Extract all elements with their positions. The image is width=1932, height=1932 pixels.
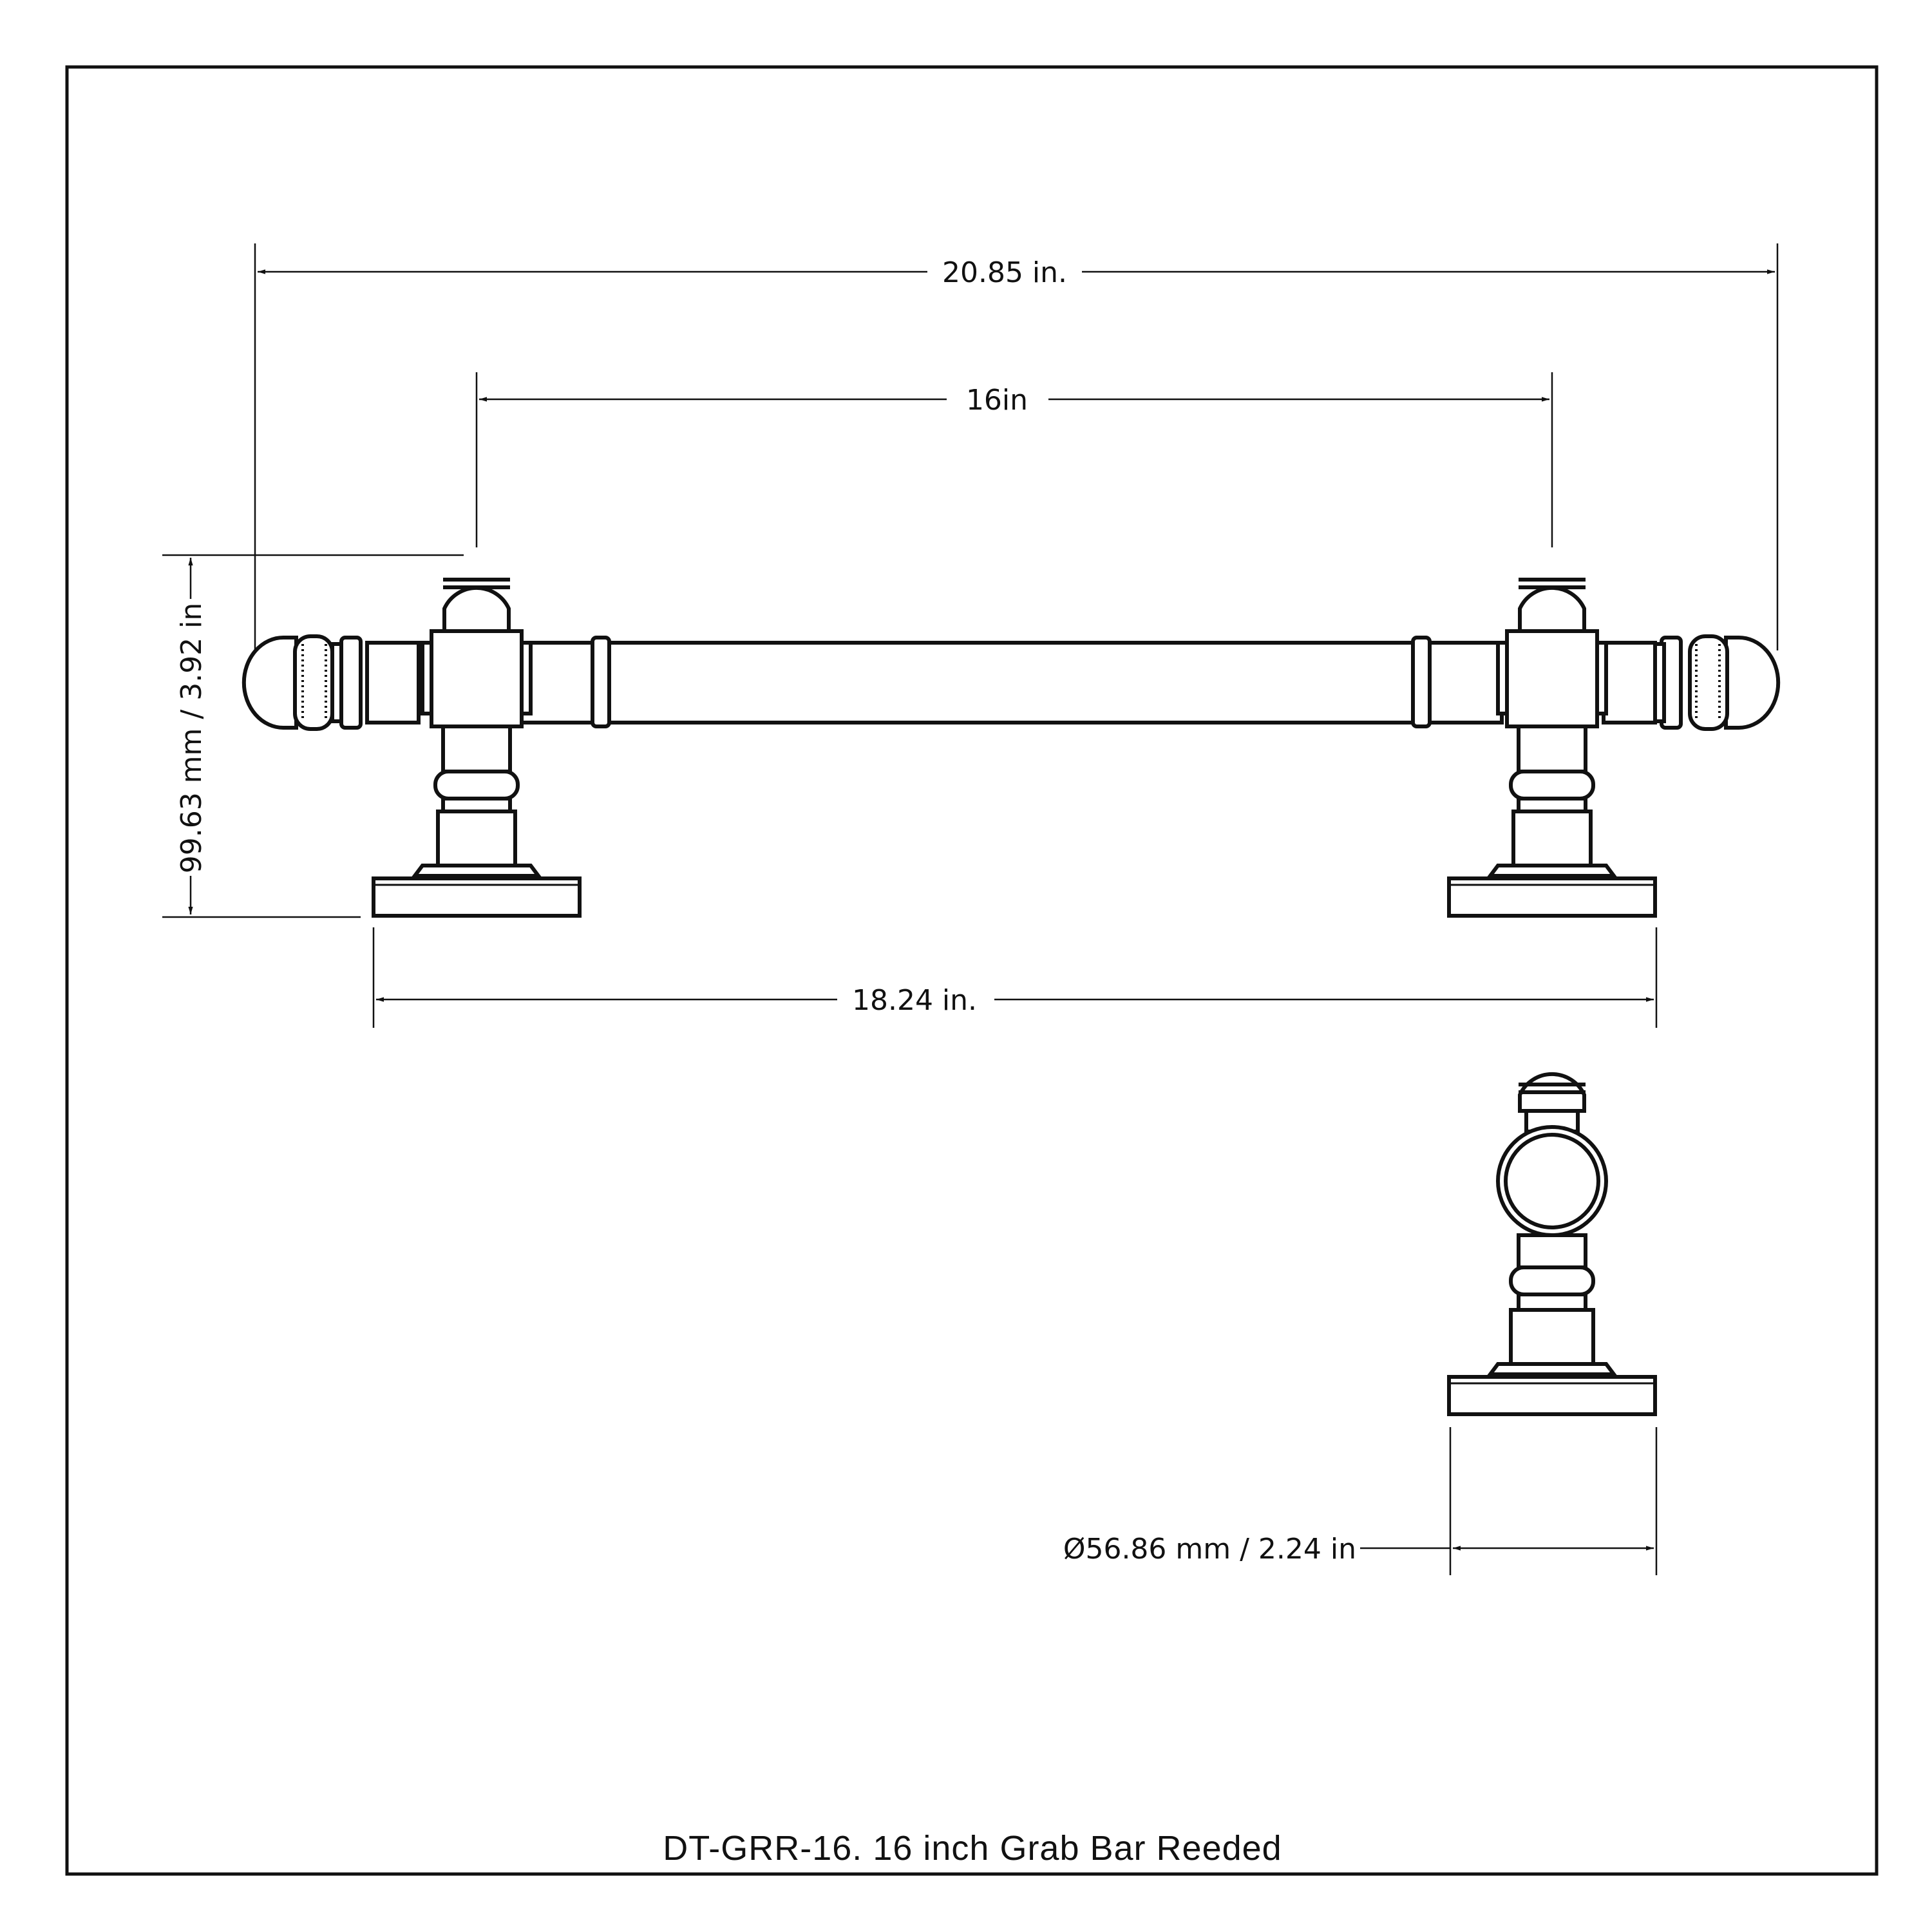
grab-bar-side-view [1449,1074,1655,1414]
base-span-label: 18.24 in. [852,984,977,1017]
left-end-cap [242,636,298,730]
drawing-border [65,65,1879,1876]
center-to-center-dimension: 16in [475,372,1553,547]
bar-tube [597,641,1420,724]
height-label: 99.63 mm / 3.92 in [175,603,208,874]
base-span-dimension: 18.24 in. [372,927,1658,1028]
drawing-title: DT-GRR-16. 16 inch Grab Bar Reeded [663,1829,1282,1868]
base-diameter-dimension: Ø56.86 mm / 2.24 in [1063,1427,1658,1575]
left-post [374,580,580,916]
grab-bar-front-view [242,580,1781,916]
right-post [1449,580,1655,916]
center-to-center-label: 16in [966,384,1028,417]
height-dimension: 99.63 mm / 3.92 in [162,554,464,918]
base-diameter-label: Ø56.86 mm / 2.24 in [1063,1533,1356,1566]
overall-length-dimension: 20.85 in. [254,243,1779,650]
right-end-cap [1724,636,1781,730]
overall-length-label: 20.85 in. [942,256,1067,289]
